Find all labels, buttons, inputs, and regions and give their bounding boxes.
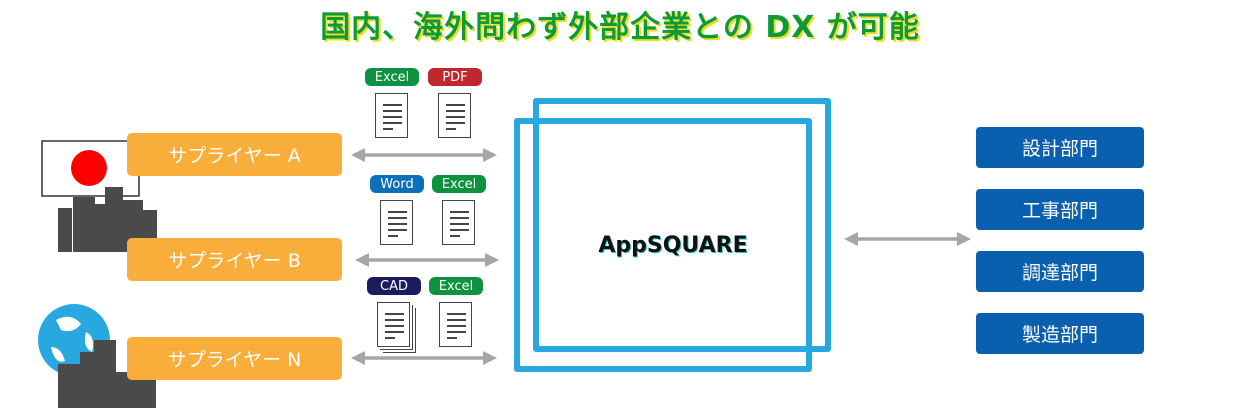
platform-frame-back: [533, 98, 831, 352]
file-type-badge: Excel: [432, 175, 486, 193]
document-icon: [438, 93, 471, 138]
supplier-n: サプライヤー N: [127, 337, 342, 380]
globe-city-icon: [38, 304, 156, 408]
dept-design: 設計部門: [976, 127, 1144, 168]
supplier-b: サプライヤー B: [127, 238, 342, 281]
page-title: 国内、海外問わず外部企業との DX が可能: [320, 10, 920, 45]
document-icon: [439, 302, 472, 347]
platform-name: AppSQUARE: [598, 232, 748, 258]
document-icon: [442, 200, 475, 245]
dept-procurement: 調達部門: [976, 251, 1144, 292]
supplier-a: サプライヤー A: [127, 133, 342, 176]
document-icon: [380, 200, 413, 245]
document-icon: [377, 302, 410, 347]
document-icon: [375, 93, 408, 138]
file-type-badge: Word: [370, 175, 424, 193]
platform-frame-front: [514, 118, 812, 372]
japan-flag-city-icon: [41, 140, 157, 252]
file-type-badge: Excel: [365, 68, 419, 86]
dept-manufacturing: 製造部門: [976, 313, 1144, 354]
file-type-badge: PDF: [428, 68, 482, 86]
file-type-badge: Excel: [429, 277, 483, 295]
dept-construction: 工事部門: [976, 189, 1144, 230]
file-type-badge: CAD: [367, 277, 421, 295]
